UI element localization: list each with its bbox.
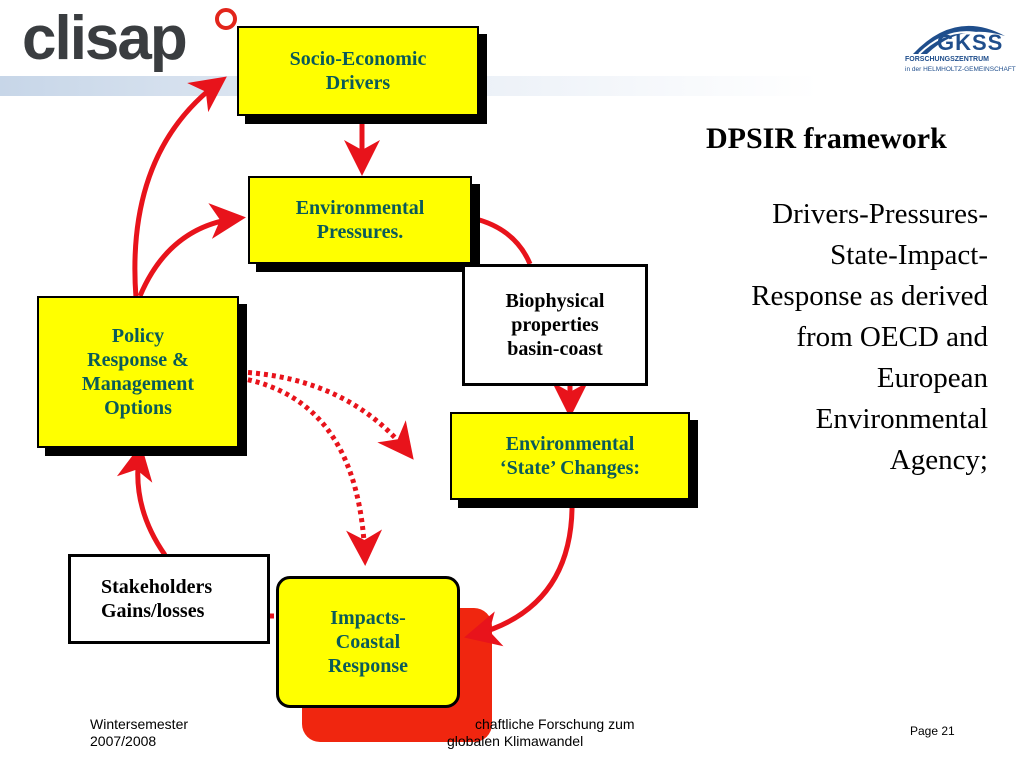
description-line: from OECD and: [796, 321, 988, 353]
box-socio-economic-drivers: Socio-Economic Drivers: [237, 26, 479, 116]
description-line: Response as derived: [751, 280, 988, 312]
box-policy-line: Policy: [111, 325, 165, 347]
footer-center-line: chaftliche Forschung zum: [475, 716, 635, 732]
box-state-line: ‘State’ Changes:: [499, 457, 641, 479]
description-line: Environmental: [815, 403, 988, 435]
page-number: Page 21: [910, 724, 955, 738]
box-environmental-state-changes: Environmental ‘State’ Changes:: [450, 412, 690, 500]
box-drivers-line: Socio-Economic: [289, 48, 427, 70]
footer-semester-line: Wintersemester: [90, 716, 189, 732]
gkss-logo-subtitle: FORSCHUNGSZENTRUM: [905, 56, 989, 63]
box-impacts-line: Response: [327, 655, 408, 677]
description-line: European: [876, 362, 988, 394]
footer-center-text: chaftliche Forschung zum globalen Klimaw…: [447, 716, 635, 750]
box-impacts-line: Impacts-: [330, 607, 406, 629]
box-impacts-line: Coastal: [335, 631, 401, 653]
arrow-policy-to-drivers: [132, 76, 227, 299]
clisap-logo-ring-icon: [215, 8, 237, 30]
framework-description: Drivers-Pressures- State-Impact- Respons…: [700, 194, 988, 481]
footer-semester: Wintersemester 2007/2008: [90, 716, 188, 750]
box-policy-response: Policy Response & Management Options: [37, 296, 239, 448]
box-state-line: Environmental: [505, 433, 635, 455]
box-policy-line: Options: [104, 397, 172, 419]
box-biophysical-line: properties: [511, 314, 599, 336]
box-policy-line: Response &: [87, 349, 189, 371]
box-environmental-pressures: Environmental Pressures.: [248, 176, 472, 264]
box-impacts-coastal-response: Impacts- Coastal Response: [276, 576, 460, 708]
dotted-arrow-policy-to-state: [239, 369, 414, 460]
box-biophysical-line: Biophysical: [505, 290, 605, 312]
arrow-stakeholders-to-policy: [116, 444, 168, 557]
box-biophysical-properties: Biophysical properties basin-coast: [462, 264, 648, 386]
slide-title: DPSIR framework: [706, 122, 947, 155]
arrow-policy-to-pressures: [137, 203, 246, 297]
box-stakeholders-line: Stakeholders: [101, 576, 213, 598]
description-line: Drivers-Pressures-: [772, 198, 988, 230]
description-line: Agency;: [889, 444, 988, 476]
box-policy-line: Management: [81, 373, 195, 395]
footer-center-line: globalen Klimawandel: [447, 733, 584, 749]
box-stakeholders-line: Gains/losses: [101, 600, 205, 622]
box-biophysical-line: basin-coast: [507, 338, 603, 360]
box-stakeholders-gains-losses: Stakeholders Gains/losses: [68, 554, 270, 644]
box-pressures-line: Pressures.: [316, 221, 404, 243]
dotted-arrow-policy-to-impacts: [239, 375, 383, 566]
box-pressures-line: Environmental: [295, 197, 425, 219]
arrow-state-to-impacts: [464, 497, 575, 647]
gkss-logo-text: GKSS: [937, 30, 1004, 55]
gkss-logo-icon: [913, 25, 1005, 55]
description-line: State-Impact-: [830, 239, 988, 271]
arrow-pressures-to-biophysical: [471, 215, 533, 266]
box-drivers-line: Drivers: [325, 72, 391, 94]
gkss-logo-affiliation: in der HELMHOLTZ-GEMEINSCHAFT: [905, 66, 1016, 73]
clisap-logo: clisap: [22, 4, 188, 73]
footer-semester-line: 2007/2008: [90, 733, 157, 749]
